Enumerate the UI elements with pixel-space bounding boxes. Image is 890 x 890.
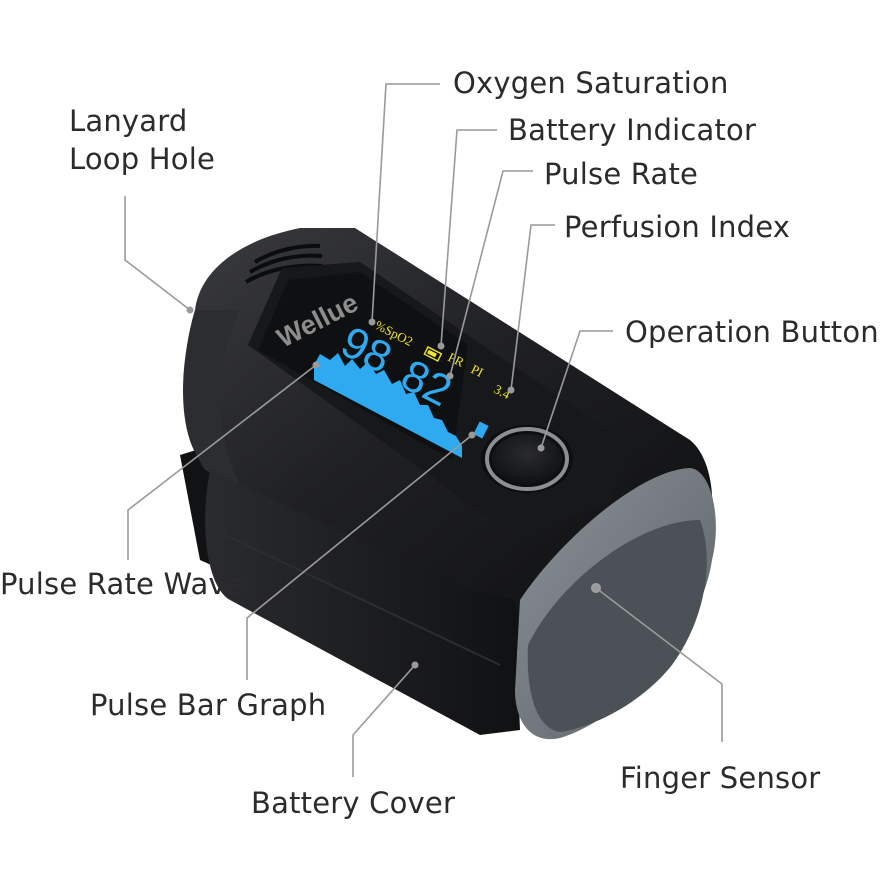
device-side-body [205,470,520,735]
battery-cover-seam [214,529,501,666]
leader-pulse-rate [449,170,533,377]
label-pulse-rate-wave: Pulse Rate Wave [0,567,244,601]
leader-battery-cover [352,664,416,777]
pr-caption: PR [446,349,467,370]
leader-dots [186,306,600,669]
dot-pulse-rate-wave [312,361,320,369]
pulse-rate-waveform [314,353,462,458]
leader-pulse-bar-graph [246,434,473,680]
dot-oxygen-saturation [368,318,376,326]
leader-finger-sensor [595,587,723,742]
finger-sensor-opening [527,520,707,732]
label-perfusion-index: Perfusion Index [564,210,790,244]
device-left-end [184,310,240,485]
label-oxygen-saturation: Oxygen Saturation [453,66,729,100]
label-pulse-rate: Pulse Rate [544,157,698,191]
dot-finger-sensor [592,584,600,592]
leader-operation-button [540,330,613,449]
leader-pulse-rate-wave [127,364,317,560]
oximeter-device: Wellue %SpO2 PR PI 3.4 98 82 [180,228,716,740]
dot-battery-indicator [437,342,445,350]
label-battery-cover: Battery Cover [251,786,455,820]
dot-battery-cover [411,661,419,669]
leader-oxygen-saturation [371,83,440,323]
pi-value: 3.4 [492,381,514,402]
pulse-bar-graph [473,421,489,439]
label-lanyard-line2: Loop Hole [69,142,215,176]
label-pulse-bar-graph: Pulse Bar Graph [90,688,326,722]
label-operation-button: Operation Button [625,315,879,349]
label-battery-indicator: Battery Indicator [508,113,756,147]
dot-pulse-bar-graph [468,431,476,439]
operation-button[interactable] [481,425,573,493]
dot-pulse-rate [446,372,454,380]
leader-battery-indicator [440,129,497,347]
dot-lanyard-loop-hole [186,306,194,314]
battery-icon [423,346,443,362]
label-finger-sensor: Finger Sensor [620,761,820,795]
leader-perfusion-index [510,224,555,391]
label-lanyard-line1: Lanyard [69,104,187,138]
dot-operation-button [537,444,545,452]
callout-labels: Oxygen Saturation Battery Indicator Puls… [0,66,879,820]
dot-perfusion-index [507,386,515,394]
leader-lines [124,83,723,777]
leader-lanyard-loop-hole [124,196,191,311]
